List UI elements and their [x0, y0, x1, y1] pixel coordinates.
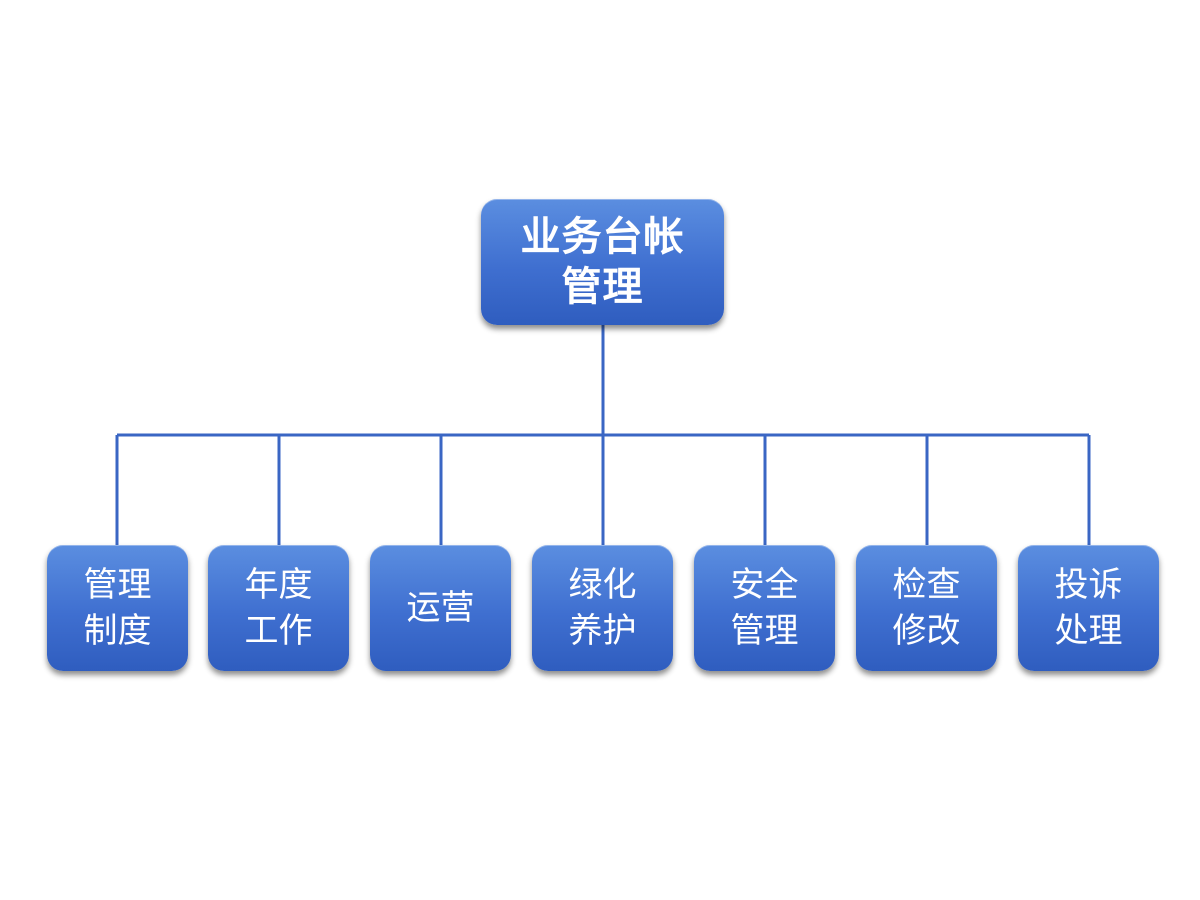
child-node-label-line-1: 安全 [730, 565, 799, 605]
child-node-label-line-1: 投诉 [1054, 565, 1123, 605]
child-node-annual-work: 年度 工作 [208, 545, 349, 671]
root-node-label: 业务台帐 管理 [521, 212, 685, 312]
child-node-label-line-2: 养护 [568, 611, 637, 651]
child-node-label: 检查 修改 [893, 562, 961, 654]
child-node-label: 投诉 处理 [1055, 562, 1123, 654]
child-node-complaint-handling: 投诉 处理 [1018, 545, 1159, 671]
child-node-label-line-1: 绿化 [568, 565, 637, 605]
child-node-label-line-2: 制度 [83, 611, 152, 651]
root-node-business-ledger-management: 业务台帐 管理 [481, 199, 724, 325]
child-node-label-line-2: 处理 [1054, 611, 1123, 651]
child-node-label-line-1: 管理 [83, 565, 152, 605]
child-node-label-line-2: 工作 [244, 611, 313, 651]
child-node-label: 年度 工作 [245, 562, 313, 654]
child-node-label-line-2: 修改 [892, 611, 961, 651]
root-node-label-line-1: 业务台帐 [520, 214, 685, 260]
child-node-label: 绿化 养护 [569, 562, 637, 654]
child-node-label: 管理 制度 [84, 562, 152, 654]
child-node-management-system: 管理 制度 [47, 545, 188, 671]
child-node-operations: 运营 [370, 545, 511, 671]
root-node-label-line-2: 管理 [561, 264, 644, 310]
child-node-label-line-1: 年度 [244, 565, 313, 605]
child-node-label-line-2: 管理 [730, 611, 799, 651]
child-node-label-line-1: 检查 [892, 565, 961, 605]
child-node-inspection-correction: 检查 修改 [856, 545, 997, 671]
child-node-label: 运营 [407, 585, 475, 631]
child-node-label: 安全 管理 [731, 562, 799, 654]
child-node-label-line-1: 运营 [406, 588, 475, 628]
child-node-safety-management: 安全 管理 [694, 545, 835, 671]
child-node-greening-maintenance: 绿化 养护 [532, 545, 673, 671]
